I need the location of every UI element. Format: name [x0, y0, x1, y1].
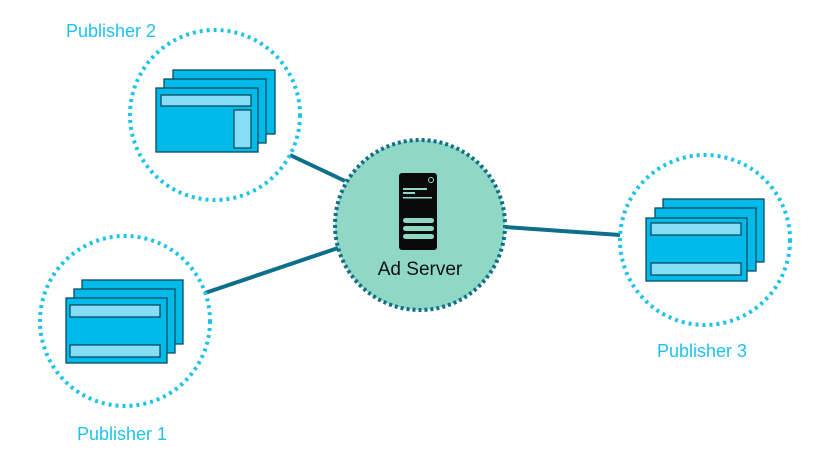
server-icon — [399, 173, 437, 250]
publisher-3-ring — [618, 153, 792, 327]
publisher-3-label: Publisher 3 — [657, 341, 748, 361]
connector-publisher-1 — [204, 246, 339, 295]
connector-publisher-2 — [289, 153, 346, 183]
publisher-1-label: Publisher 1 — [77, 424, 168, 444]
publisher-3-pages-icon — [645, 198, 765, 282]
publisher-2-pages-icon — [155, 69, 276, 153]
publisher-2-ring — [128, 28, 302, 202]
publisher-1-ring — [38, 234, 212, 408]
ad-server-label: Ad Server — [377, 259, 463, 280]
publisher-2-label: Publisher 2 — [66, 21, 157, 41]
connector-publisher-3 — [504, 225, 621, 237]
connectors — [204, 153, 621, 295]
publisher-1-pages-icon — [65, 279, 184, 364]
